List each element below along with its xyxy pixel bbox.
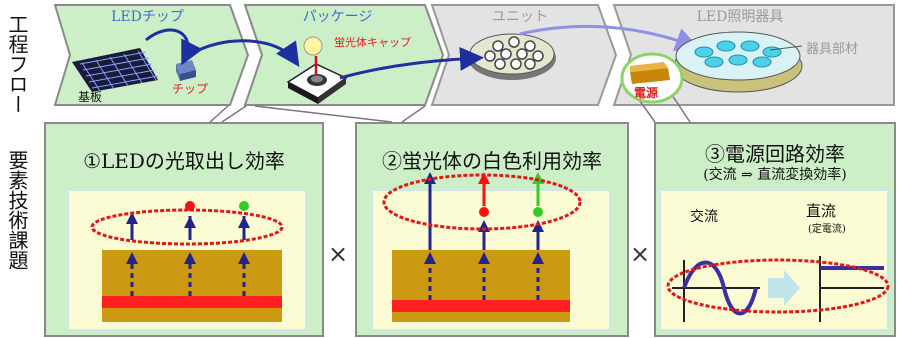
- panel-1-title: ①LEDの光取出し効率: [83, 149, 285, 173]
- stage-title-unit: ユニット: [492, 9, 548, 25]
- multiply-sign-1: ×: [328, 240, 349, 268]
- process-flow-text: 工程フロー: [5, 14, 29, 114]
- panel-2-highlight-ellipse: [382, 173, 582, 231]
- chip-arrow: [145, 28, 203, 66]
- substrate-grid-icon: [72, 48, 159, 92]
- process-flow-label: 工程フロー: [5, 14, 32, 114]
- chip-to-package-arrow: [189, 39, 300, 67]
- fixture-parts-label: 器具部材: [806, 42, 859, 57]
- power-supply-icon: [630, 62, 670, 84]
- stage-title-fixture: LED照明器具: [696, 9, 784, 25]
- dc-note-label: (定電流): [808, 224, 846, 235]
- substrate-label: 基板: [78, 90, 103, 104]
- chip-label: チップ: [172, 82, 209, 96]
- power-label: 電源: [634, 86, 659, 100]
- panel-1-led-diagram: [90, 201, 284, 322]
- dc-label: 直流: [806, 202, 837, 220]
- tech-issues-text: 要素技術課題: [5, 150, 29, 270]
- tech-issues-label: 要素技術課題: [5, 150, 32, 270]
- stage-title-chip: LEDチップ: [111, 9, 184, 25]
- multiply-sign-2: ×: [630, 240, 651, 268]
- unit-to-fixture-arrow: [519, 24, 700, 52]
- package-to-unit-arrow: [339, 46, 484, 80]
- panel-1-highlight-ellipse: [90, 208, 284, 246]
- panel-2-phosphor-diagram: [382, 172, 582, 322]
- panel-3-ac-dc-diagram: [666, 256, 890, 322]
- unit-board-icon: [468, 33, 556, 80]
- panel-3-highlight-ellipse: [666, 258, 890, 314]
- ac-label: 交流: [690, 209, 718, 225]
- phosphor-cap-label: 蛍光体キャップ: [334, 36, 411, 49]
- panel-2-title: ②蛍光体の白色利用効率: [382, 149, 602, 173]
- panel-3-title: ③電源回路効率: [705, 142, 845, 166]
- package-icon: [286, 36, 348, 104]
- fixture-icon: [673, 31, 803, 93]
- stage-title-package: パッケージ: [302, 9, 373, 25]
- panel-3-subtitle: (交流 ⇒ 直流変換効率): [703, 167, 847, 183]
